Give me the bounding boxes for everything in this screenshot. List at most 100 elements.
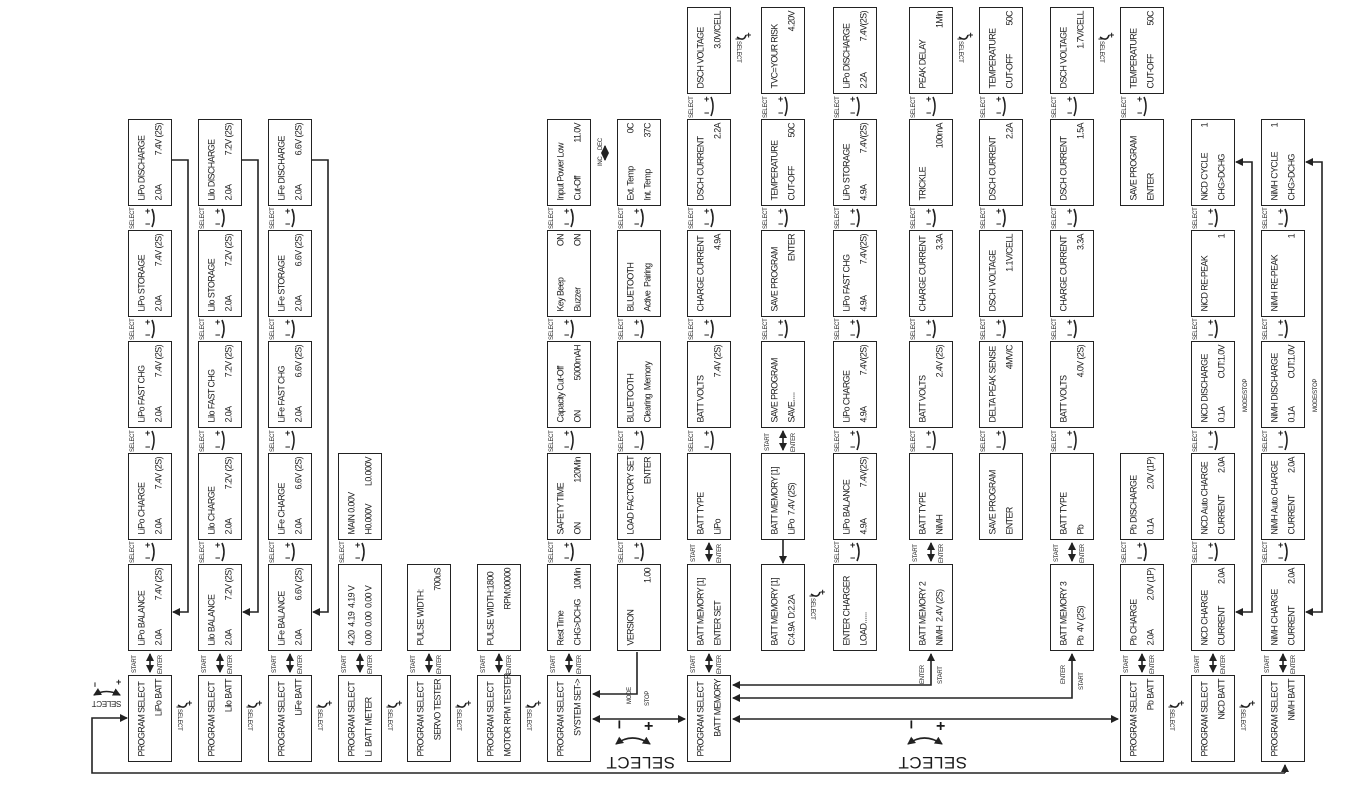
lcd-text-right: 2.0V (1P) <box>1145 456 1156 489</box>
minus-icon: − <box>1168 702 1174 712</box>
lcd-screen-batt-memory-save: BATT MEMORY [1]C:4.9A D:2.2A <box>761 564 805 651</box>
select-label: SELECT <box>270 541 276 563</box>
start-label: START <box>342 655 348 673</box>
lcd-text-left: 4.9A <box>858 518 869 534</box>
select-label: SELECT <box>270 430 276 452</box>
select-arc-icon <box>856 542 860 562</box>
lcd-text-left: PROGRAM SELECT <box>1128 681 1139 756</box>
select-label: SELECT <box>689 207 695 229</box>
lcd-line: LiFe BALANCE <box>273 568 290 645</box>
select-label: SELECT <box>549 207 555 229</box>
minus-icon: − <box>145 553 151 563</box>
select-arc-icon <box>221 319 225 339</box>
lcd-line: CHARGE CURRENT <box>914 234 931 311</box>
lcd-line: NiCD RE-PEAK <box>1196 234 1213 311</box>
plus-icon: + <box>564 540 570 550</box>
enter-label: ENTER <box>1061 665 1067 684</box>
lcd-line: TEMPERATURE <box>1125 11 1142 88</box>
lcd-text-right: 7.4V (2S) <box>153 567 164 600</box>
lcd-line: LiFe CHARGE <box>273 457 290 534</box>
select-label: SELECT <box>176 709 182 731</box>
lcd-text-left: PROGRAM SELECT <box>485 681 496 756</box>
lcd-text-right: ON <box>572 233 583 246</box>
select-arc-icon <box>1073 319 1077 339</box>
select-label: SELECT <box>1098 41 1104 63</box>
start-label: START <box>765 433 771 451</box>
plus-icon: + <box>996 94 1002 104</box>
lcd-text-left: 2.0A <box>223 406 234 422</box>
plus-icon: + <box>1179 698 1185 708</box>
select-arc-icon <box>1099 34 1110 40</box>
lcd-line: LiFe BATT <box>290 679 307 756</box>
select-label: SELECT <box>763 96 769 118</box>
lcd-line: TEMPERATURE <box>766 123 783 200</box>
select-arc-icon <box>856 208 860 228</box>
minus-icon: − <box>902 719 920 730</box>
lcd-line: BLUETOOTH <box>622 234 639 311</box>
lcd-text-right: 700uS <box>432 567 443 591</box>
lcd-line: LOAD...... <box>855 568 872 645</box>
lcd-text-left: DELTA PEAK SENSE <box>987 345 998 422</box>
lcd-text-left: Lilo FAST CHG <box>206 368 217 422</box>
lcd-text-left: LiFe STORAGE <box>276 254 287 311</box>
select-label: SELECT <box>200 207 206 229</box>
lcd-text-right: 2.0A <box>1286 567 1297 584</box>
select-arc-icon <box>1214 319 1218 339</box>
select-label: SELECT <box>809 598 815 620</box>
lcd-text-left: BATT VOLTS <box>695 375 706 422</box>
select-arc-icon <box>1240 702 1251 708</box>
select-arc-icon <box>856 319 860 339</box>
plus-icon: + <box>564 206 570 216</box>
lcd-line: RPM:00000 <box>499 568 516 645</box>
lcd-line: TEMPERATURE <box>984 11 1001 88</box>
lcd-line: PULSE WIDTH: <box>412 568 429 645</box>
lcd-line: Pb BATT <box>1142 679 1159 756</box>
plus-icon: + <box>634 540 640 550</box>
select-label: SELECT <box>911 207 917 229</box>
plus-icon: + <box>215 540 221 550</box>
lcd-line: BATT MEMORY [1] <box>766 457 783 534</box>
lcd-line: BATT VOLTS <box>914 345 931 422</box>
lcd-screen-batt-memory: BATT MEMORY [1]ENTER SET <box>687 564 731 651</box>
lcd-text-right: 120Min <box>572 456 583 483</box>
start-label: START <box>691 544 697 562</box>
select-label: SELECT <box>1263 430 1269 452</box>
lcd-text-right: LiFe BATT <box>293 678 304 716</box>
lcd-text-left: DSCH CURRENT <box>1058 136 1069 200</box>
select-label: SELECT <box>200 318 206 340</box>
mode-stop-label: MODE/STOP <box>1313 378 1319 412</box>
select-label: SELECT <box>1193 207 1199 229</box>
select-arc-icon <box>784 319 788 339</box>
select-label: SELECT <box>1263 541 1269 563</box>
lcd-text-left: CUT-OFF <box>1004 53 1015 88</box>
plus-icon: + <box>145 428 151 438</box>
lcd-text-right: L0.000V <box>363 456 374 486</box>
lcd-text-left: 2.0A <box>293 406 304 422</box>
select-arc-icon <box>710 96 714 117</box>
lcd-text-right: 7.4V(2S) <box>858 10 869 41</box>
plus-icon: + <box>850 206 856 216</box>
lcd-text-left: CHARGE CURRENT <box>1058 235 1069 311</box>
lcd-text-left: SAVE PROGRAM <box>769 357 780 422</box>
